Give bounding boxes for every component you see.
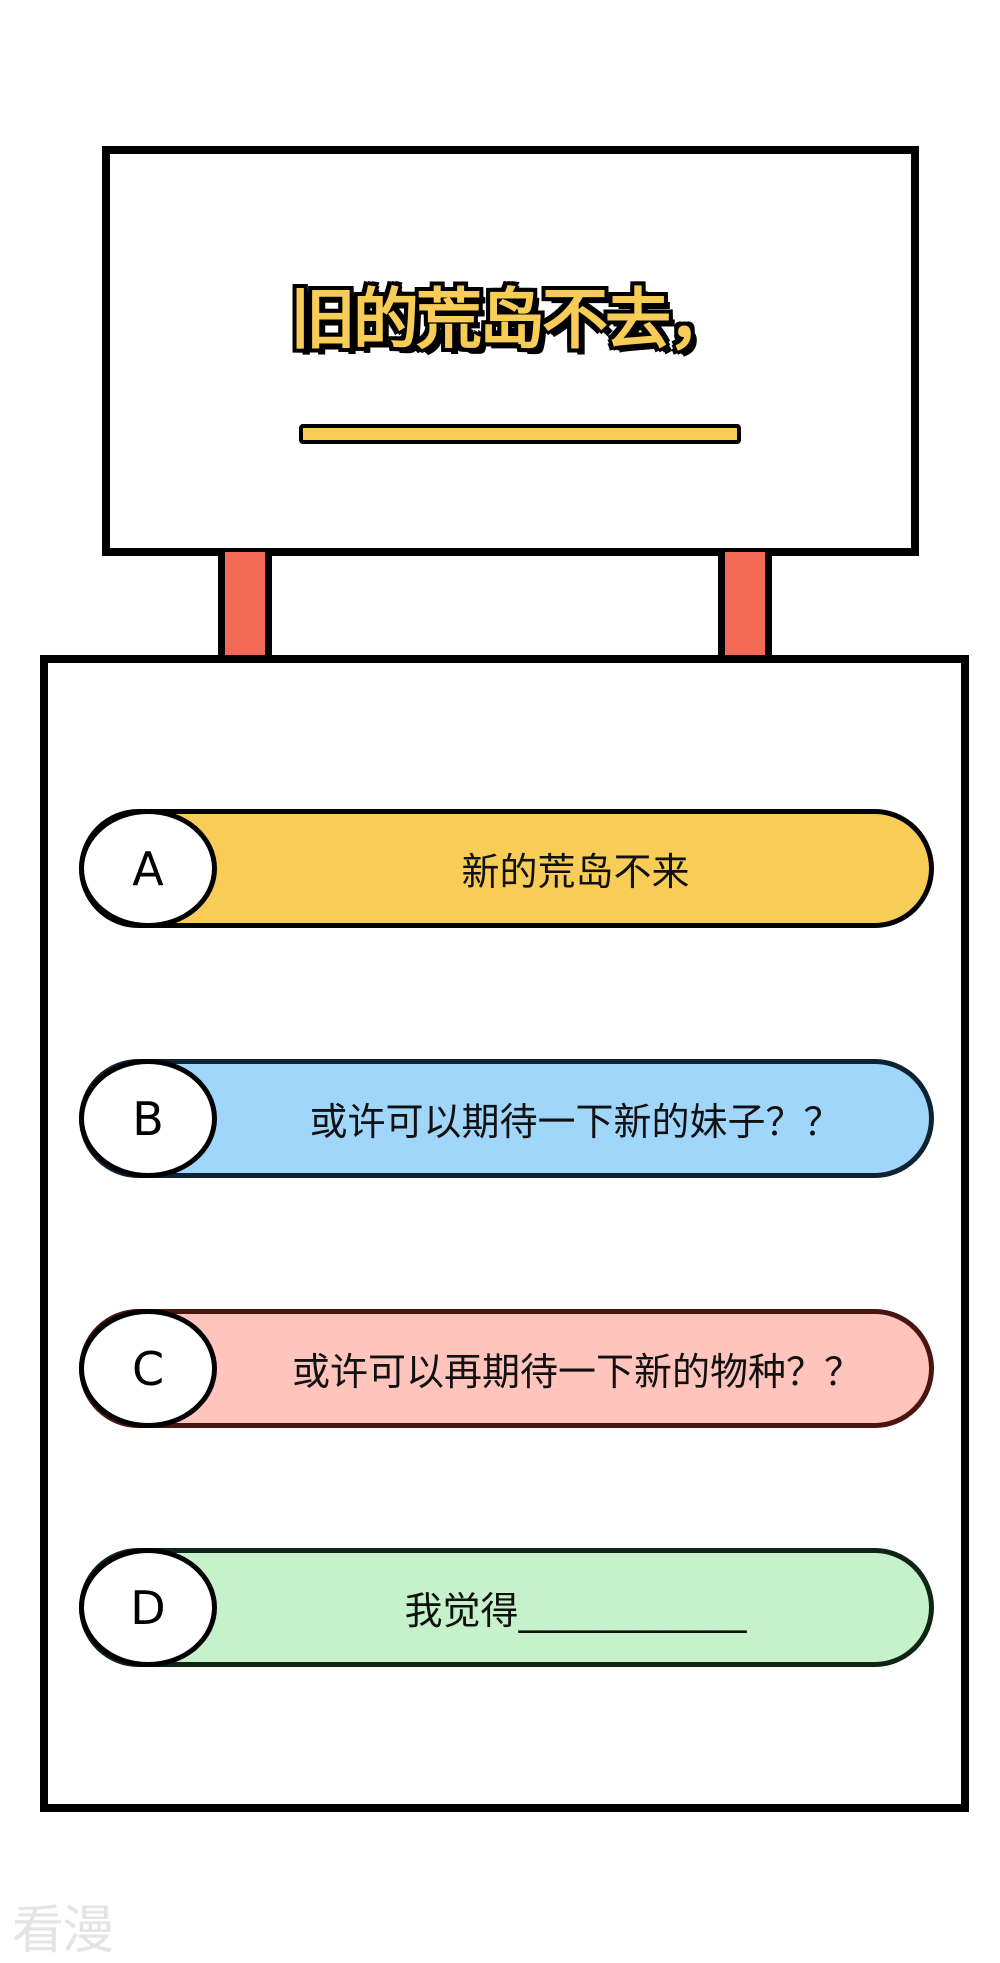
sign-post-right (718, 552, 772, 660)
option-c-text: 或许可以再期待一下新的物种？？ (291, 1350, 862, 1394)
option-d-letter: D (79, 1548, 217, 1667)
option-a-text: 新的荒岛不来 (461, 850, 690, 894)
sign-post-left (218, 552, 272, 660)
option-b-text: 或许可以期待一下新的妹子？？ (309, 1100, 842, 1144)
option-d-pill[interactable] (79, 1548, 934, 1667)
option-b-pill[interactable] (79, 1059, 934, 1178)
question-title: 旧的荒岛不去， (290, 281, 734, 358)
option-c-letter: C (79, 1309, 217, 1428)
option-a-pill[interactable] (79, 809, 934, 928)
watermark: 看漫 (12, 1901, 114, 1961)
option-b-letter: B (79, 1059, 217, 1178)
question-sign: 旧的荒岛不去， (102, 146, 919, 556)
option-d-text: 我觉得____________ (404, 1589, 747, 1633)
answer-blank (299, 424, 741, 444)
option-a-letter: A (79, 809, 217, 928)
